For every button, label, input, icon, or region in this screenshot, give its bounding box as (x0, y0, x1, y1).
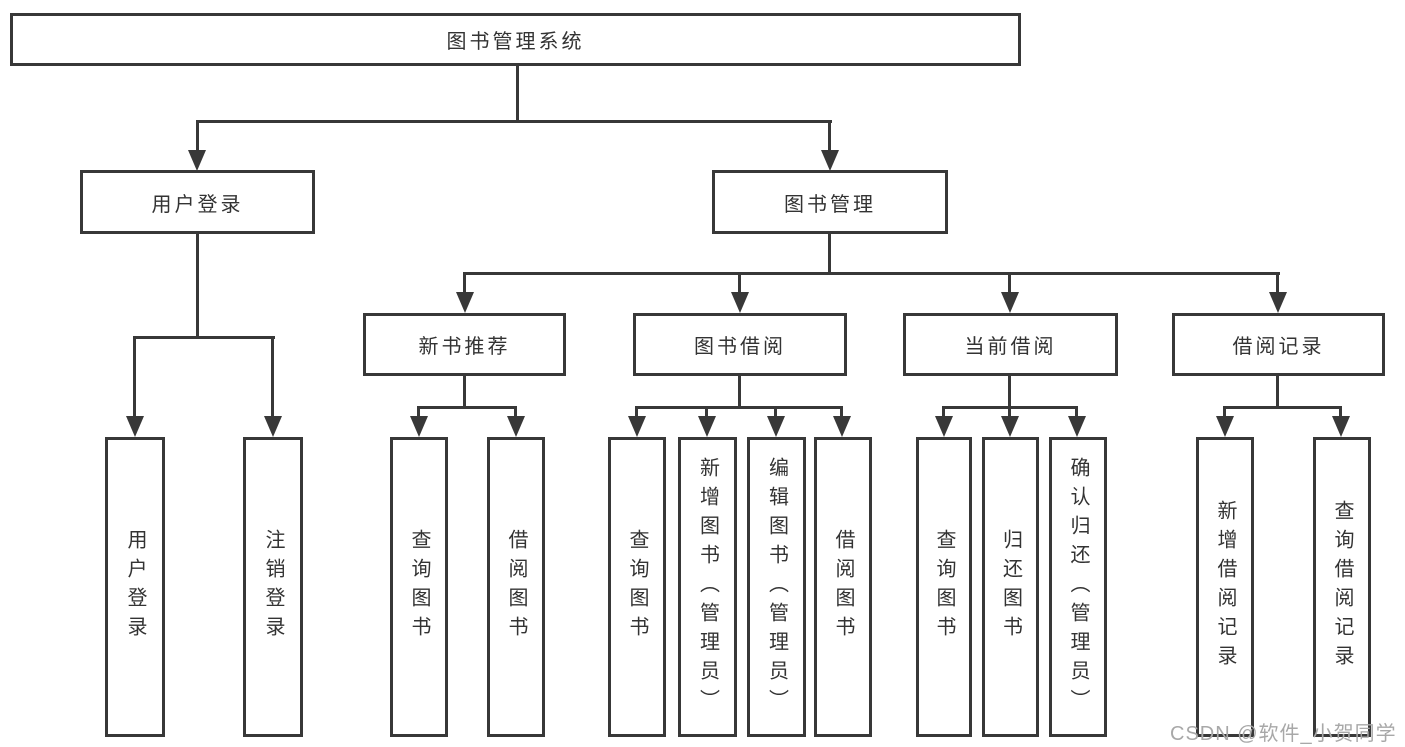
connector-line (635, 406, 843, 409)
connector-line (133, 336, 136, 418)
connector-line (828, 120, 831, 152)
connector-line (942, 406, 945, 418)
connector-line (271, 336, 274, 418)
arrow-down-icon (188, 150, 206, 171)
connector-line (1223, 406, 1226, 418)
connector-line (1075, 406, 1078, 418)
arrow-down-icon (410, 416, 428, 437)
leaf-return-books: 归还图书 (982, 437, 1039, 737)
arrow-down-icon (1269, 292, 1287, 313)
connector-line (463, 272, 1280, 275)
leaf-query-borrow-record: 查询借阅记录 (1313, 437, 1371, 737)
connector-line (635, 406, 638, 418)
connector-line (774, 406, 777, 418)
arrow-down-icon (821, 150, 839, 171)
leaf-add-borrow-record: 新增借阅记录 (1196, 437, 1254, 737)
connector-line (417, 406, 420, 418)
connector-line (1223, 406, 1342, 409)
connector-line (196, 120, 199, 152)
arrow-down-icon (698, 416, 716, 437)
node-borrowing-records: 借阅记录 (1172, 313, 1385, 376)
connector-line (1008, 272, 1011, 295)
node-book-borrowing: 图书借阅 (633, 313, 847, 376)
connector-line (516, 64, 519, 123)
connector-line (463, 376, 466, 406)
node-book-management: 图书管理 (712, 170, 948, 234)
node-current-borrowing: 当前借阅 (903, 313, 1118, 376)
leaf-logout: 注销登录 (243, 437, 303, 737)
connector-line (1276, 376, 1279, 406)
connector-line (417, 406, 517, 409)
connector-line (738, 272, 741, 295)
arrow-down-icon (456, 292, 474, 313)
connector-line (463, 272, 466, 295)
connector-line (514, 406, 517, 418)
arrow-down-icon (1068, 416, 1086, 437)
leaf-confirm-return-admin: 确认归还（管理员） (1049, 437, 1107, 737)
connector-line (705, 406, 708, 418)
connector-line (196, 234, 199, 336)
arrow-down-icon (833, 416, 851, 437)
connector-line (196, 120, 832, 123)
leaf-borrow-books-recommend: 借阅图书 (487, 437, 545, 737)
leaf-borrow-books-borrowing: 借阅图书 (814, 437, 872, 737)
arrow-down-icon (1001, 292, 1019, 313)
connector-line (1339, 406, 1342, 418)
node-library-management-system: 图书管理系统 (10, 13, 1021, 66)
arrow-down-icon (767, 416, 785, 437)
leaf-query-books-recommend: 查询图书 (390, 437, 448, 737)
arrow-down-icon (507, 416, 525, 437)
arrow-down-icon (264, 416, 282, 437)
arrow-down-icon (126, 416, 144, 437)
connector-line (1008, 376, 1011, 406)
arrow-down-icon (731, 292, 749, 313)
connector-line (840, 406, 843, 418)
connector-line (133, 336, 275, 339)
watermark: CSDN @软件_小贺同学 (1170, 723, 1397, 745)
arrow-down-icon (1332, 416, 1350, 437)
node-user-login: 用户登录 (80, 170, 315, 234)
arrow-down-icon (628, 416, 646, 437)
leaf-edit-books-admin: 编辑图书（管理员） (747, 437, 806, 737)
arrow-down-icon (935, 416, 953, 437)
connector-line (1276, 272, 1279, 295)
leaf-user-login: 用户登录 (105, 437, 165, 737)
leaf-add-books-admin: 新增图书（管理员） (678, 437, 737, 737)
leaf-query-books-borrowing: 查询图书 (608, 437, 666, 737)
arrow-down-icon (1216, 416, 1234, 437)
connector-line (1008, 406, 1011, 418)
arrow-down-icon (1001, 416, 1019, 437)
connector-line (738, 376, 741, 406)
connector-line (828, 234, 831, 272)
leaf-query-books-current: 查询图书 (916, 437, 972, 737)
node-new-book-recommendation: 新书推荐 (363, 313, 566, 376)
